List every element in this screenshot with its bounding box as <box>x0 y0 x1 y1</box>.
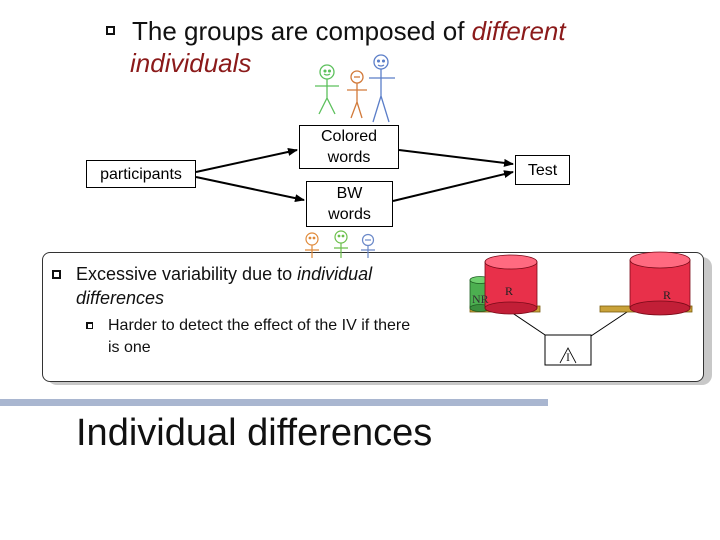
colored-words-line2: words <box>328 147 371 168</box>
participants-label: participants <box>100 164 182 185</box>
callout-subbullet-marker <box>86 322 93 329</box>
slide-title: Individual differences <box>76 412 432 455</box>
callout-subbullet-line2: is one <box>108 337 151 358</box>
arrow-bw-to-test <box>393 172 513 201</box>
callout-bullet-pre: Excessive variability due to <box>76 264 297 284</box>
stick-figure-orange-small-icon <box>305 233 319 258</box>
callout-bullet-marker <box>52 270 61 279</box>
arrow-colored-to-test <box>399 150 513 164</box>
r-label-left: R <box>505 284 513 299</box>
stick-figure-blue-small-icon <box>361 235 375 259</box>
stick-figure-green-small-icon <box>334 231 348 258</box>
participants-box: participants <box>86 160 196 188</box>
colored-words-box: Colored words <box>299 125 399 169</box>
i-label: I <box>566 350 570 365</box>
bw-words-line2: words <box>328 204 371 225</box>
callout-bullet-line2: differences <box>76 286 164 310</box>
nr-label: NR <box>472 292 489 307</box>
callout-bullet-text: Excessive variability due to individual <box>76 262 372 286</box>
arrow-participants-to-bw <box>196 177 304 200</box>
callout-subbullet-line1: Harder to detect the effect of the IV if… <box>108 315 410 336</box>
title-rule <box>0 399 548 406</box>
arrow-participants-to-colored <box>196 150 297 172</box>
cylinder-red-right-icon <box>630 252 690 315</box>
bw-words-box: BW words <box>306 181 393 227</box>
callout-bullet-emphasis: individual <box>297 264 372 284</box>
colored-words-line1: Colored <box>321 126 377 147</box>
cylinder-illustration <box>460 250 700 380</box>
bw-words-line1: BW <box>337 183 363 204</box>
r-label-right: R <box>663 288 671 303</box>
test-box: Test <box>515 155 570 185</box>
stick-figures-small <box>300 228 385 262</box>
test-label: Test <box>528 160 557 181</box>
